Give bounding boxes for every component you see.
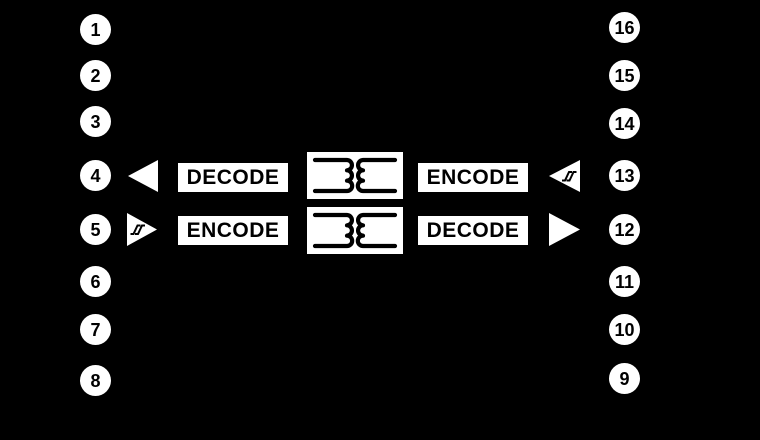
pin-13: 13: [609, 160, 640, 191]
schmitt-trigger-input-right-icon: [127, 213, 157, 246]
pin-11-number: 11: [614, 271, 635, 292]
encode-block-channel1: ENCODE: [418, 163, 528, 192]
decode-block-channel1: DECODE: [178, 163, 288, 192]
pin-3: 3: [80, 106, 111, 137]
pin-7-number: 7: [90, 319, 101, 340]
decode-block-channel1-label: DECODE: [186, 166, 280, 189]
pin-16-number: 16: [614, 17, 635, 38]
pin-3-number: 3: [90, 111, 101, 132]
pin-11: 11: [609, 266, 640, 297]
encode-block-channel2: ENCODE: [178, 216, 288, 245]
pin-1-number: 1: [90, 19, 101, 40]
pin-12: 12: [609, 214, 640, 245]
encode-block-channel1-label: ENCODE: [426, 166, 520, 189]
pin-10: 10: [609, 314, 640, 345]
pin-9: 9: [609, 363, 640, 394]
pin-1: 1: [80, 14, 111, 45]
pin-15-number: 15: [614, 65, 635, 86]
pin-2-number: 2: [90, 65, 101, 86]
pin-7: 7: [80, 314, 111, 345]
encode-block-channel2-label: ENCODE: [186, 219, 280, 242]
transformer-icon-channel2: [307, 207, 403, 254]
output-buffer-right-icon: [549, 213, 580, 246]
pin-8-number: 8: [90, 370, 101, 391]
pin-16: 16: [609, 12, 640, 43]
pin-6-number: 6: [90, 271, 101, 292]
pin-4: 4: [80, 160, 111, 191]
pin-14: 14: [609, 108, 640, 139]
pin-12-number: 12: [614, 219, 635, 240]
pin-9-number: 9: [619, 368, 630, 389]
decode-block-channel2-label: DECODE: [426, 219, 520, 242]
decode-block-channel2: DECODE: [418, 216, 528, 245]
pin-13-number: 13: [614, 165, 635, 186]
pin-14-number: 14: [614, 113, 635, 134]
schmitt-trigger-input-left-icon: [549, 160, 580, 192]
pin-8: 8: [80, 365, 111, 396]
pin-4-number: 4: [90, 165, 101, 186]
transformer-icon-channel1: [307, 152, 403, 199]
output-buffer-left-icon: [128, 160, 158, 192]
pin-5: 5: [80, 214, 111, 245]
pin-2: 2: [80, 60, 111, 91]
pin-10-number: 10: [614, 319, 635, 340]
pin-6: 6: [80, 266, 111, 297]
pin-5-number: 5: [90, 219, 101, 240]
pin-15: 15: [609, 60, 640, 91]
